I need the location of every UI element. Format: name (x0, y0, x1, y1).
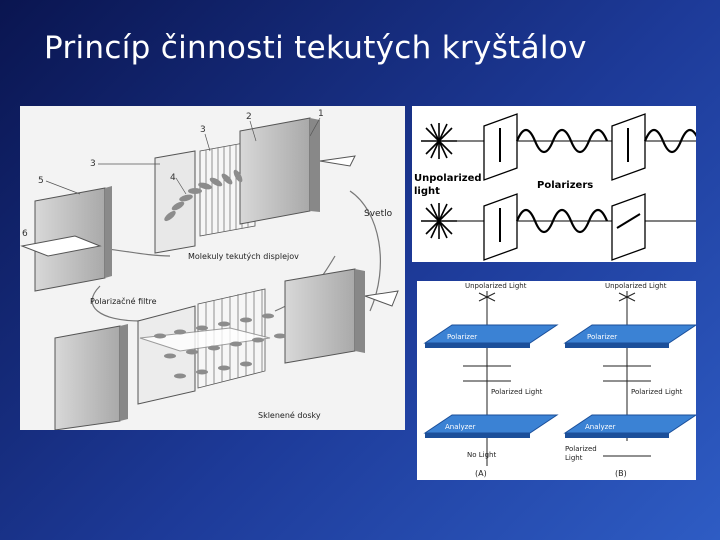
label-polarized-a: Polarized Light (491, 388, 543, 396)
polarizer-plate-a (425, 325, 557, 343)
page-title: Princíp činnosti tekutých kryštálov (44, 30, 587, 66)
rear-polarizer-top (240, 118, 310, 224)
label-light: light (414, 186, 440, 197)
polarizer-plate-a-edge (425, 343, 530, 348)
analyzer-plate-b-edge (565, 433, 669, 438)
callout-3a: 3 (200, 125, 206, 135)
label-unpolarized-a: Unpolarized Light (465, 282, 527, 290)
label-case-a: (A) (475, 469, 487, 478)
label-unpolarized: Unpolarized (414, 173, 482, 184)
label-polarized-out-1: Polarized (565, 445, 597, 453)
label-unpolarized-b: Unpolarized Light (605, 282, 667, 290)
label-filters: Polarizačné filtre (90, 296, 157, 306)
label-molecules: Molekuly tekutých displejov (188, 252, 299, 261)
analyzer-diagram: Unpolarized Light Unpolarized Light Pola… (417, 281, 696, 480)
label-plates: Sklenené dosky (258, 410, 321, 420)
label-polarized-out-2: Light (565, 454, 583, 462)
light-beam-out (320, 156, 355, 166)
label-polarizer-a: Polarizer (447, 333, 477, 341)
label-polarized-b: Polarized Light (631, 388, 683, 396)
lcd-diagram-panel: 1 2 3 3 4 5 6 Svetlo Molekuly tekutých d… (20, 106, 405, 430)
label-case-b: (B) (615, 469, 627, 478)
glass-plate-top (155, 151, 195, 253)
callout-1: 1 (318, 109, 324, 119)
unpolarized-starburst-bottom-icon (421, 203, 457, 239)
callout-3b: 3 (90, 159, 96, 169)
callout-4: 4 (170, 173, 176, 183)
callout-2: 2 (246, 112, 252, 122)
polarizer-plate-b (565, 325, 696, 343)
analyzer-diagram-panel: Unpolarized Light Unpolarized Light Pola… (417, 281, 696, 480)
polarizer-plate-b-edge (565, 343, 669, 348)
label-polarizer-b: Polarizer (587, 333, 617, 341)
callout-6: 6 (22, 229, 28, 239)
callout-5: 5 (38, 176, 44, 186)
label-polarizers: Polarizers (537, 180, 593, 191)
front-polarizer-bottom (55, 326, 120, 430)
label-analyzer-a: Analyzer (445, 423, 476, 431)
label-light: Svetlo (364, 209, 393, 219)
label-no-light: No Light (467, 451, 496, 459)
unpolarized-starburst-top-icon (421, 123, 457, 159)
front-polarizer-bottom-edge (120, 324, 128, 421)
lcd-diagram: 1 2 3 3 4 5 6 Svetlo Molekuly tekutých d… (20, 106, 405, 430)
rear-polarizer-top-edge (310, 118, 320, 212)
analyzer-plate-a-edge (425, 433, 530, 438)
front-polarizer-top-edge (105, 186, 112, 278)
polarizer-diagram: Unpolarized light Polarizers (412, 106, 696, 262)
light-beam-out-bottom (365, 291, 398, 306)
label-analyzer-b: Analyzer (585, 423, 616, 431)
polarizer-diagram-panel: Unpolarized light Polarizers (412, 106, 696, 262)
rear-polarizer-bottom (285, 269, 355, 363)
rear-polarizer-bottom-edge (355, 269, 365, 353)
